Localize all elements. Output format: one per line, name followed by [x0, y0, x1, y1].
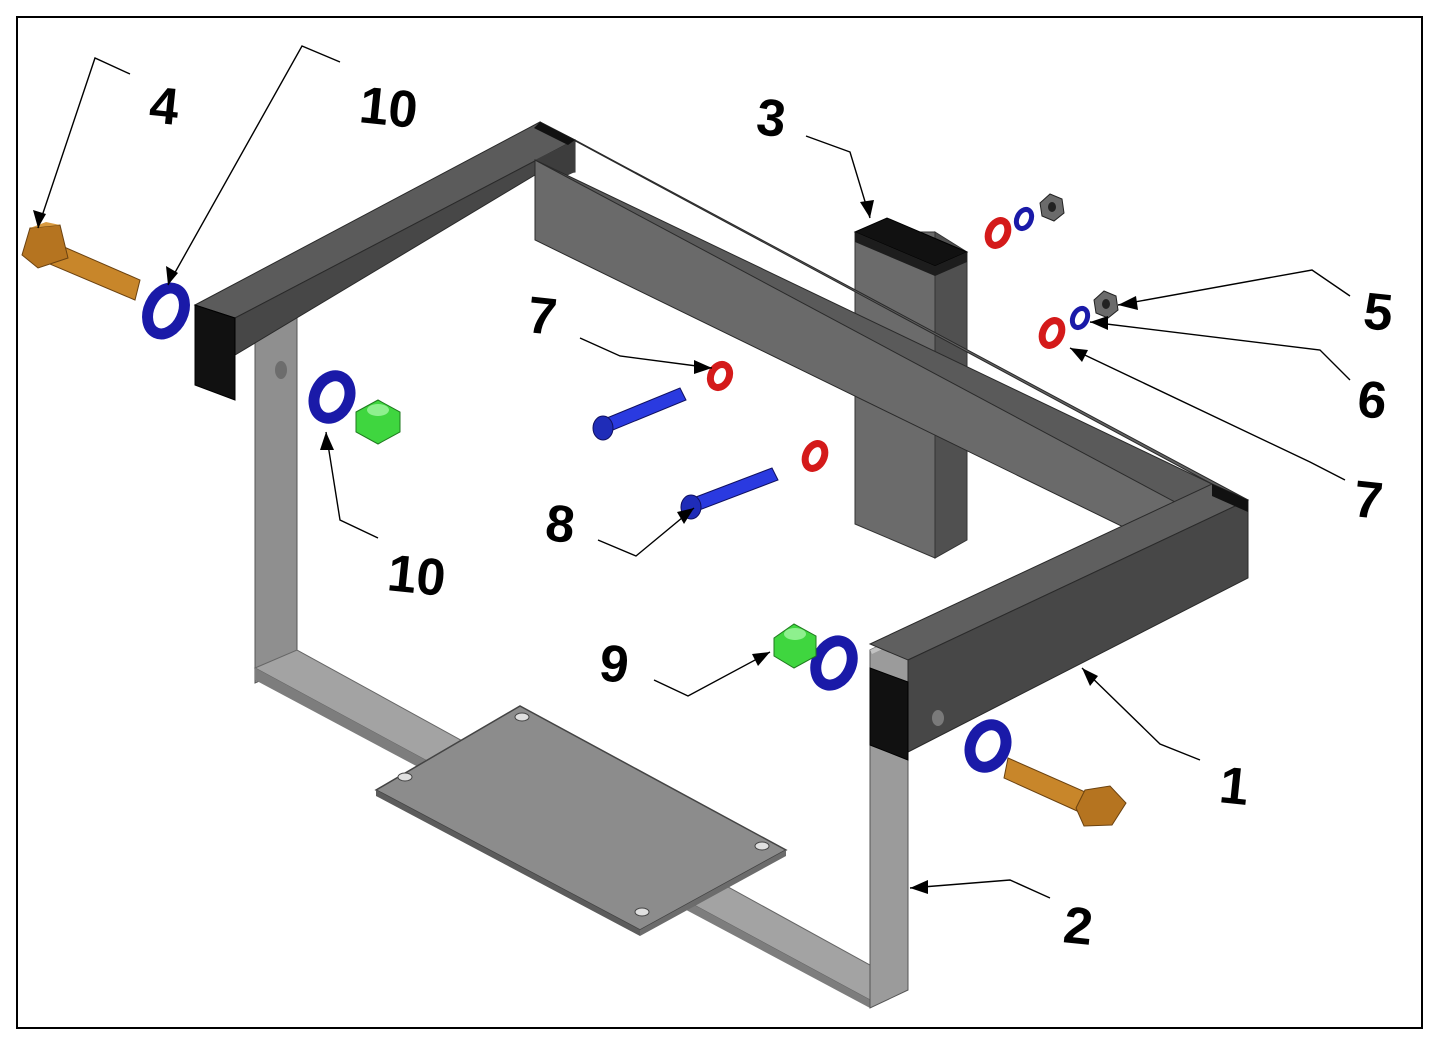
callout-8: 8: [543, 494, 578, 555]
callout-2: 2: [1061, 896, 1096, 957]
callout-3: 3: [754, 88, 789, 149]
callout-10-top: 10: [357, 76, 421, 140]
lock-washer-part-7: [706, 217, 1066, 472]
callout-labels: 4 10 3 7 5 6 7 10 8 9 1 2: [147, 76, 1396, 957]
callout-7-middle: 7: [525, 286, 560, 347]
callout-5: 5: [1361, 282, 1396, 343]
callout-6: 6: [1355, 370, 1390, 431]
hex-bolt-part-4-left: [21, 222, 141, 301]
spacer-part-9: [355, 399, 817, 669]
callout-4: 4: [147, 76, 182, 137]
callout-7-right: 7: [1351, 470, 1386, 531]
hex-nut-part-5: [1039, 193, 1119, 319]
callout-10-lower: 10: [385, 544, 449, 608]
callout-1: 1: [1217, 756, 1252, 817]
flat-washer-part-6: [1013, 206, 1091, 331]
hex-bolt-part-4-right: [1003, 757, 1127, 827]
callout-9: 9: [597, 634, 632, 695]
tube-frame-part-1: [193, 121, 1250, 761]
flat-washer-part-10: [142, 282, 1012, 773]
leader-lines: [33, 45, 1351, 899]
